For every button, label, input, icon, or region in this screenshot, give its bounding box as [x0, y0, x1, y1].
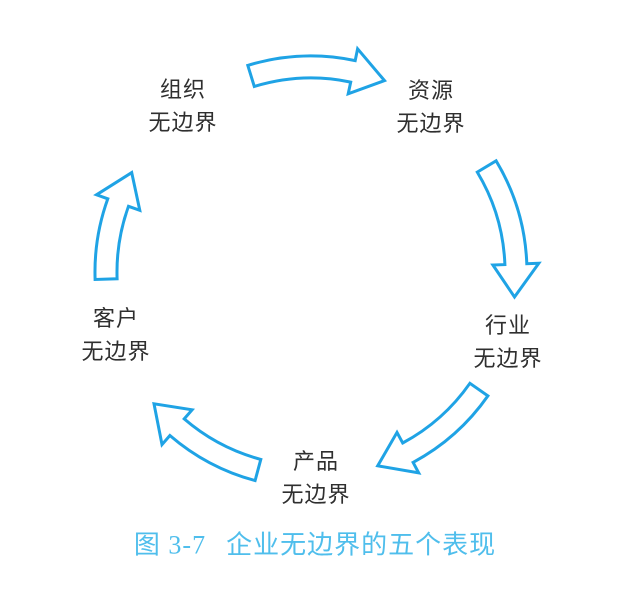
arrow-organization-to-resources-icon	[245, 45, 388, 97]
node-industry: 行业 无边界	[473, 309, 542, 375]
arrow-customer-to-organization-icon	[93, 170, 142, 282]
arrow-resources-to-industry-icon	[475, 158, 542, 300]
node-customer: 客户 无边界	[81, 302, 150, 368]
node-customer-line1: 客户	[92, 306, 140, 331]
node-organization-line2: 无边界	[148, 110, 218, 135]
node-industry-line2: 无边界	[473, 346, 543, 371]
node-product-line1: 产品	[292, 449, 340, 474]
node-resources-line2: 无边界	[396, 111, 466, 136]
node-product: 产品 无边界	[281, 445, 350, 511]
node-organization-line1: 组织	[159, 77, 207, 102]
arrow-product-to-customer-icon	[152, 401, 263, 483]
node-product-line2: 无边界	[281, 482, 351, 507]
node-industry-line1: 行业	[484, 313, 532, 338]
arrow-industry-to-product-icon	[375, 381, 490, 475]
figure-caption-text: 企业无边界的五个表现	[226, 530, 497, 560]
figure-caption: 图 3-7 企业无边界的五个表现	[134, 525, 496, 562]
node-resources-line1: 资源	[407, 78, 455, 103]
node-resources: 资源 无边界	[396, 74, 465, 140]
node-customer-line2: 无边界	[81, 339, 151, 364]
node-organization: 组织 无边界	[148, 73, 217, 139]
figure-caption-label: 图 3-7	[133, 530, 207, 560]
